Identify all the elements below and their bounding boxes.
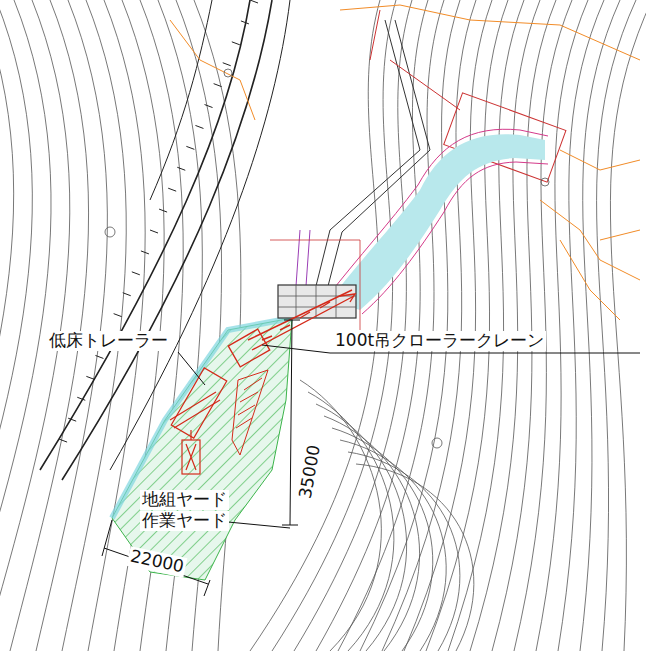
equipment-label: 100t吊クローラークレーン — [333, 331, 546, 351]
equipment-label: 低床トレーラー — [47, 331, 170, 351]
boundary-lines — [170, 5, 640, 320]
yard-label: 作業ヤード — [140, 511, 229, 531]
circle-marks — [105, 69, 549, 448]
leader-lines — [102, 320, 640, 596]
low-bed-trailer — [170, 368, 227, 474]
assembly-yard — [112, 318, 292, 580]
dimension-label: 35000 — [295, 441, 324, 502]
materials — [232, 370, 268, 455]
yard-label: 地組ヤード — [140, 490, 229, 510]
